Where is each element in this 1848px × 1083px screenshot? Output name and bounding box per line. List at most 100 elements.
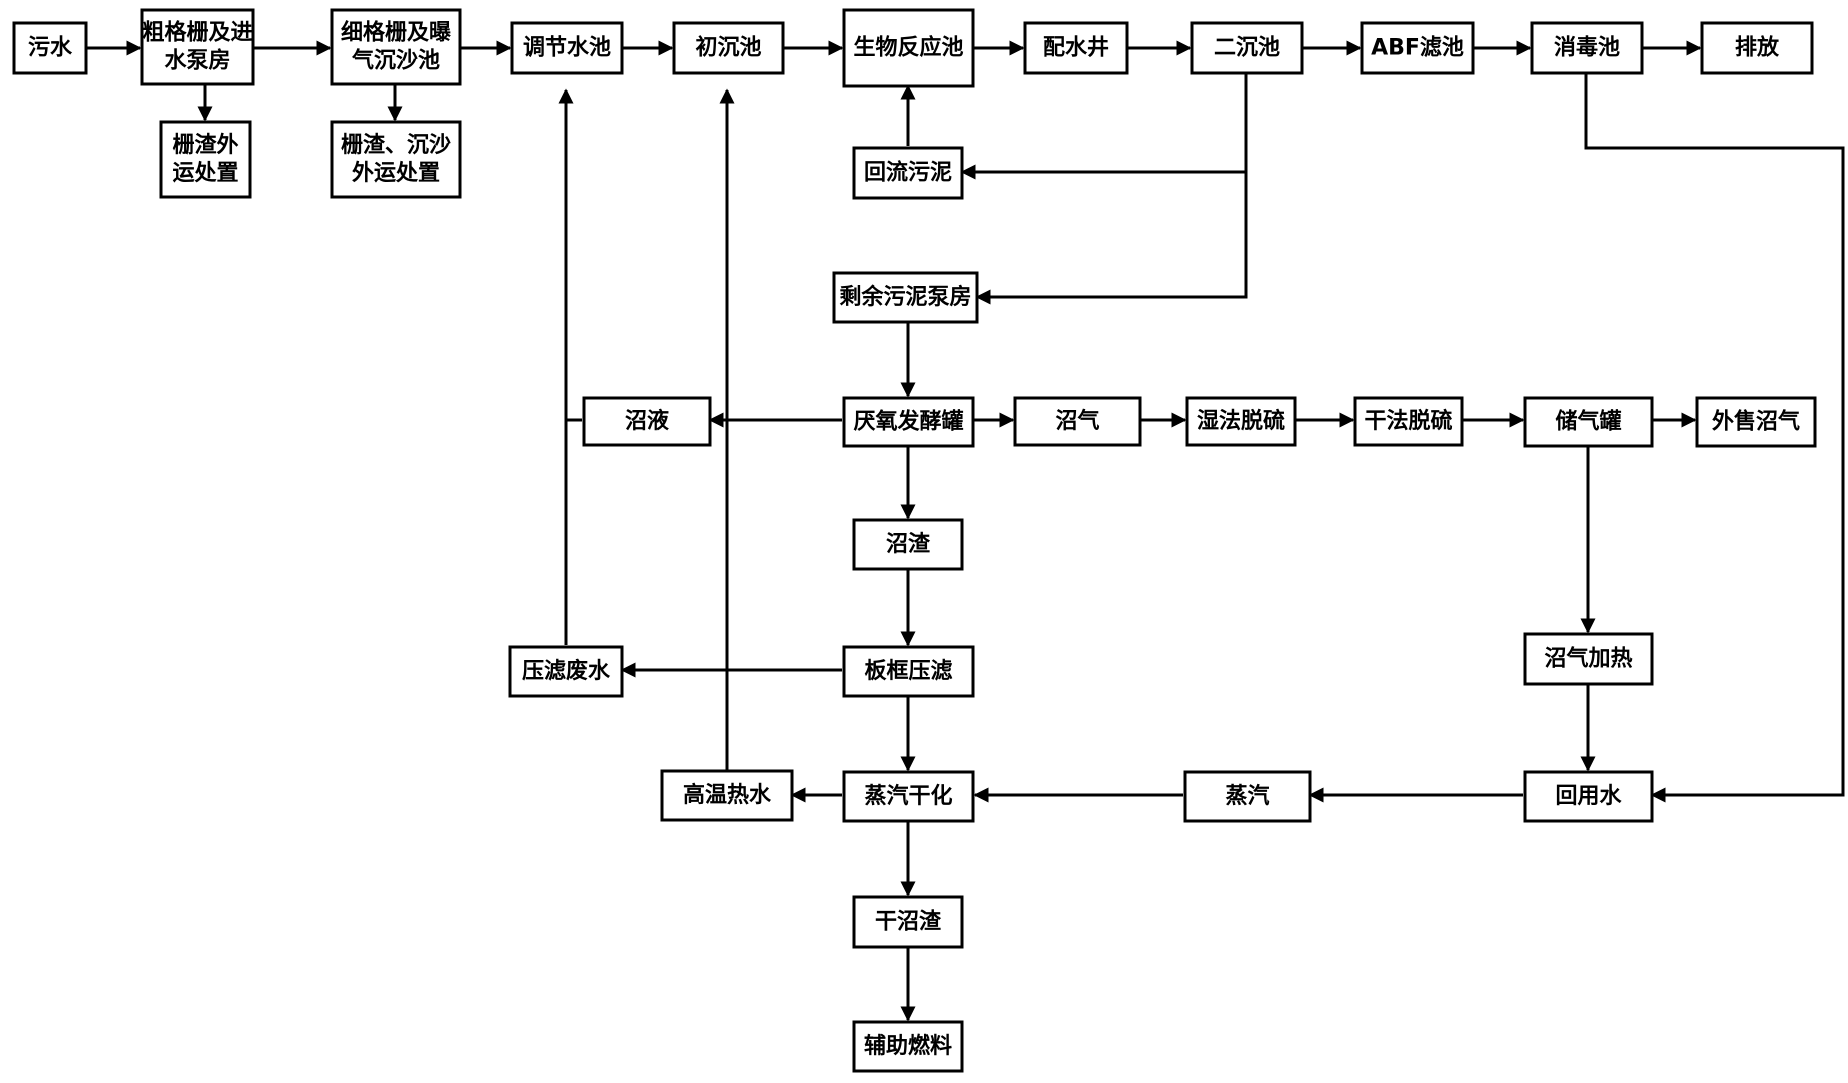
node-box-chuqi: [1523, 396, 1654, 448]
node-zhengqi: 蒸汽: [1183, 770, 1312, 823]
node-box-waishou: [1695, 396, 1817, 448]
node-label-chuchen: 初沉池: [695, 35, 761, 61]
node-label-shanzha-chensha: 栅渣、沉沙: [341, 132, 451, 158]
node-fuzhu: 辅助燃料: [852, 1020, 964, 1073]
node-waishou: 外售沼气: [1695, 396, 1817, 448]
node-box-zhengqiganhua: [842, 770, 975, 823]
node-chuqi: 储气罐: [1523, 396, 1654, 448]
node-huiliu: 回流污泥: [852, 146, 964, 200]
node-label-chuqi: 储气罐: [1555, 409, 1621, 435]
arrow-xiaodu-to-huiyong: [1584, 70, 1845, 803]
arrow-zhaoye-to-tiaojie: [558, 88, 582, 422]
node-label-cugeshan: 水泵房: [164, 48, 230, 74]
node-box-paifang: [1700, 21, 1814, 75]
node-box-peishui: [1023, 21, 1129, 75]
node-box-tiaojie: [510, 21, 624, 75]
node-box-zhaozha: [852, 518, 964, 571]
node-box-gaowen: [660, 769, 794, 822]
arrow-erchen-to-huiliu: [960, 66, 1248, 180]
node-bankuang: 板框压滤: [842, 645, 975, 698]
node-label-xigeshan: 气沉沙池: [351, 48, 440, 74]
node-label-cugeshan: 粗格栅及进: [142, 20, 252, 46]
node-box-fuzhu: [852, 1020, 964, 1073]
node-huiyong: 回用水: [1523, 770, 1654, 823]
node-box-chuchen: [672, 21, 785, 75]
node-label-yalvfeishui: 压滤废水: [522, 658, 611, 684]
node-label-ganfa: 干法脱硫: [1364, 408, 1452, 434]
node-box-abf: [1360, 21, 1475, 75]
node-label-shengwu: 生物反应池: [853, 35, 963, 61]
node-box-xigeshan: [330, 8, 462, 86]
node-label-huiliu: 回流污泥: [864, 160, 952, 186]
node-box-cugeshan: [140, 8, 255, 86]
node-box-ganzhaozha: [852, 895, 964, 949]
node-box-shengwu: [842, 8, 975, 88]
node-box-zhengqi: [1183, 770, 1312, 823]
node-box-yalvfeishui: [508, 645, 624, 698]
node-ganfa: 干法脱硫: [1353, 396, 1464, 447]
node-abf: ABF滤池: [1360, 21, 1475, 75]
node-label-peishui: 配水井: [1043, 36, 1109, 61]
node-label-huiyong: 回用水: [1555, 784, 1622, 809]
process-nodes: 污水粗格栅及进水泵房栅渣外运处置细格栅及曝气沉沙池栅渣、沉沙外运处置调节水池初沉…: [12, 8, 1817, 1073]
node-label-waishou: 外售沼气: [1712, 409, 1800, 435]
node-box-ganfa: [1353, 396, 1464, 447]
node-box-xiaodu: [1530, 21, 1644, 75]
node-zhaoye: 沼液: [582, 396, 712, 447]
node-yalvfeishui: 压滤废水: [508, 645, 624, 698]
node-shifa: 湿法脱硫: [1185, 396, 1297, 447]
node-shengyu: 剩余污泥泵房: [832, 271, 979, 324]
node-wushui: 污水: [12, 21, 88, 75]
node-label-ganzhaozha: 干沼渣: [875, 909, 942, 935]
node-label-shanzha-chensha: 外运处置: [352, 160, 440, 186]
node-label-xiaodu: 消毒池: [1554, 35, 1620, 61]
node-gaowen: 高温热水: [660, 769, 794, 822]
node-box-shanzha-chensha: [330, 120, 462, 199]
node-tiaojie: 调节水池: [510, 21, 624, 75]
node-paifang: 排放: [1700, 21, 1814, 75]
node-yanyang: 厌氧发酵罐: [842, 396, 975, 448]
flow-arrows: [86, 40, 1845, 1022]
node-label-paifang: 排放: [1735, 35, 1780, 61]
node-label-zhaozha: 沼渣: [886, 531, 931, 557]
node-label-xigeshan: 细格栅及曝: [341, 20, 451, 46]
node-label-abf: ABF滤池: [1371, 36, 1464, 61]
node-label-erchen: 二沉池: [1214, 36, 1280, 61]
node-box-huiyong: [1523, 770, 1654, 823]
node-label-shanzha: 栅渣外: [172, 132, 238, 158]
node-box-shifa: [1185, 396, 1297, 447]
node-label-fuzhu: 辅助燃料: [864, 1033, 952, 1059]
node-zhaozha: 沼渣: [852, 518, 964, 571]
node-box-shengyu: [832, 271, 979, 324]
node-zhaoqijiare: 沼气加热: [1523, 632, 1654, 686]
node-label-shanzha: 运处置: [172, 160, 238, 186]
node-chuchen: 初沉池: [672, 21, 785, 75]
node-label-shengyu: 剩余污泥泵房: [839, 284, 971, 310]
node-label-zhaoqijiare: 沼气加热: [1544, 646, 1632, 672]
node-label-zhaoqi: 沼气: [1055, 408, 1099, 434]
node-box-yanyang: [842, 396, 975, 448]
node-label-zhengqiganhua: 蒸汽干化: [864, 783, 952, 809]
node-box-bankuang: [842, 645, 975, 698]
node-peishui: 配水井: [1023, 21, 1129, 75]
node-shengwu: 生物反应池: [842, 8, 975, 88]
node-label-bankuang: 板框压滤: [864, 659, 952, 684]
node-box-wushui: [12, 21, 88, 75]
node-box-zhaoye: [582, 396, 712, 447]
node-zhengqiganhua: 蒸汽干化: [842, 770, 975, 823]
node-ganzhaozha: 干沼渣: [852, 895, 964, 949]
node-zhaoqi: 沼气: [1013, 396, 1142, 447]
node-label-tiaojie: 调节水池: [523, 36, 611, 61]
node-box-erchen: [1190, 21, 1304, 75]
node-label-zhengqi: 蒸汽: [1225, 783, 1269, 809]
node-label-zhaoye: 沼液: [625, 408, 669, 434]
node-erchen: 二沉池: [1190, 21, 1304, 75]
arrow-erchen-to-shengyu: [975, 172, 1248, 305]
node-label-shifa: 湿法脱硫: [1197, 408, 1285, 434]
node-box-huiliu: [852, 146, 964, 200]
node-label-gaowen: 高温热水: [683, 782, 772, 808]
node-box-zhaoqijiare: [1523, 632, 1654, 686]
